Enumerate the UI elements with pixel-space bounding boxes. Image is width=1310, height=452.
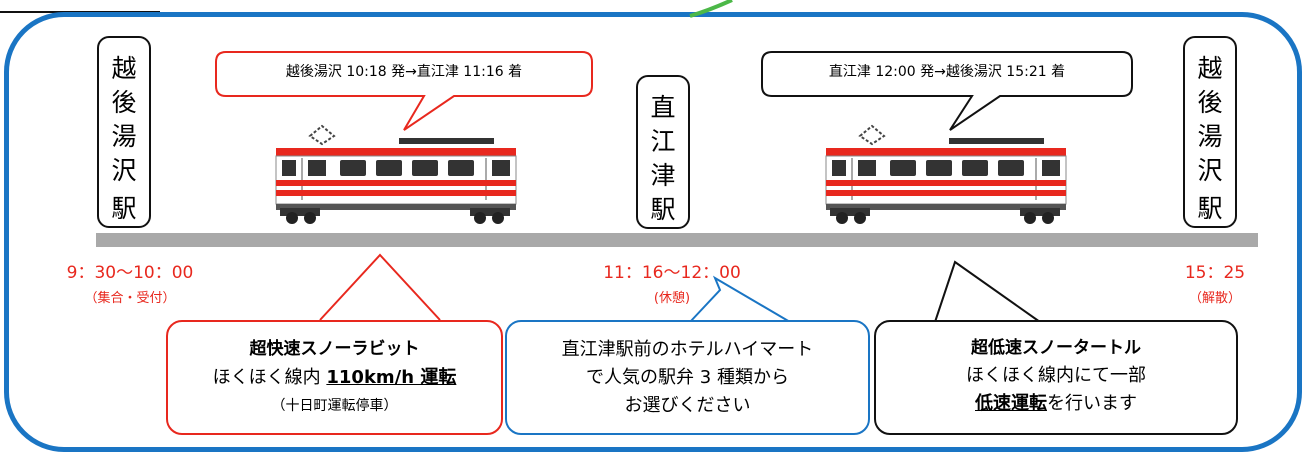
train-outbound-icon xyxy=(275,124,517,224)
station-echigo-yuzawa-left: 越 後 湯 沢 駅 xyxy=(97,36,151,228)
start-time-note: （集合・受付） xyxy=(84,291,176,306)
bubble-tails xyxy=(319,253,1041,323)
rapid-train-title: 超快速スノーラビット xyxy=(249,339,420,359)
slow-train-highlight: 低速運転 xyxy=(975,393,1047,414)
station-naoetsu: 直 江 津 駅 xyxy=(636,75,690,229)
bento-line-3: お選びください xyxy=(624,395,751,416)
inbound-schedule: 直江津 12:00 発→越後湯沢 15:21 着 xyxy=(828,64,1066,80)
slow-train-line-2: ほくほく線内にて一部 xyxy=(966,365,1146,386)
station-echigo-yuzawa-right: 越 後 湯 沢 駅 xyxy=(1183,36,1237,228)
start-time: 9：30〜10：00 xyxy=(66,263,194,283)
slow-train-line-3: を行います xyxy=(1047,393,1137,414)
rapid-train-stop-note: （十日町運転停車） xyxy=(271,398,398,414)
rapid-train-speed: 110km/h 運転 xyxy=(326,367,457,388)
bento-bubble: 直江津駅前のホテルハイマート で人気の駅弁 3 種類から お選びください xyxy=(505,320,870,435)
slow-train-title: 超低速スノータートル xyxy=(971,338,1141,358)
inbound-bubble-shape xyxy=(761,51,1133,131)
bento-line-2: で人気の駅弁 3 種類から xyxy=(586,367,789,388)
mid-time: 11：16〜12：00 xyxy=(603,263,741,283)
mid-time-note: (休憩) xyxy=(653,291,691,306)
end-time-note: （解散） xyxy=(1188,291,1241,306)
green-swoosh-icon xyxy=(689,0,733,18)
rapid-train-line-prefix: ほくほく線内 xyxy=(212,367,327,388)
outbound-bubble-shape xyxy=(215,51,593,131)
outbound-schedule: 越後湯沢 10:18 発→直江津 11:16 着 xyxy=(285,64,523,80)
rapid-train-bubble: 超快速スノーラビット ほくほく線内 110km/h 運転 （十日町運転停車） xyxy=(166,320,503,435)
end-time: 15：25 xyxy=(1184,263,1246,283)
train-inbound-icon xyxy=(825,124,1067,224)
slow-train-bubble: 超低速スノータートル ほくほく線内にて一部 低速運転を行います xyxy=(874,320,1238,435)
bento-line-1: 直江津駅前のホテルハイマート xyxy=(561,339,814,360)
rail-track xyxy=(96,233,1258,247)
